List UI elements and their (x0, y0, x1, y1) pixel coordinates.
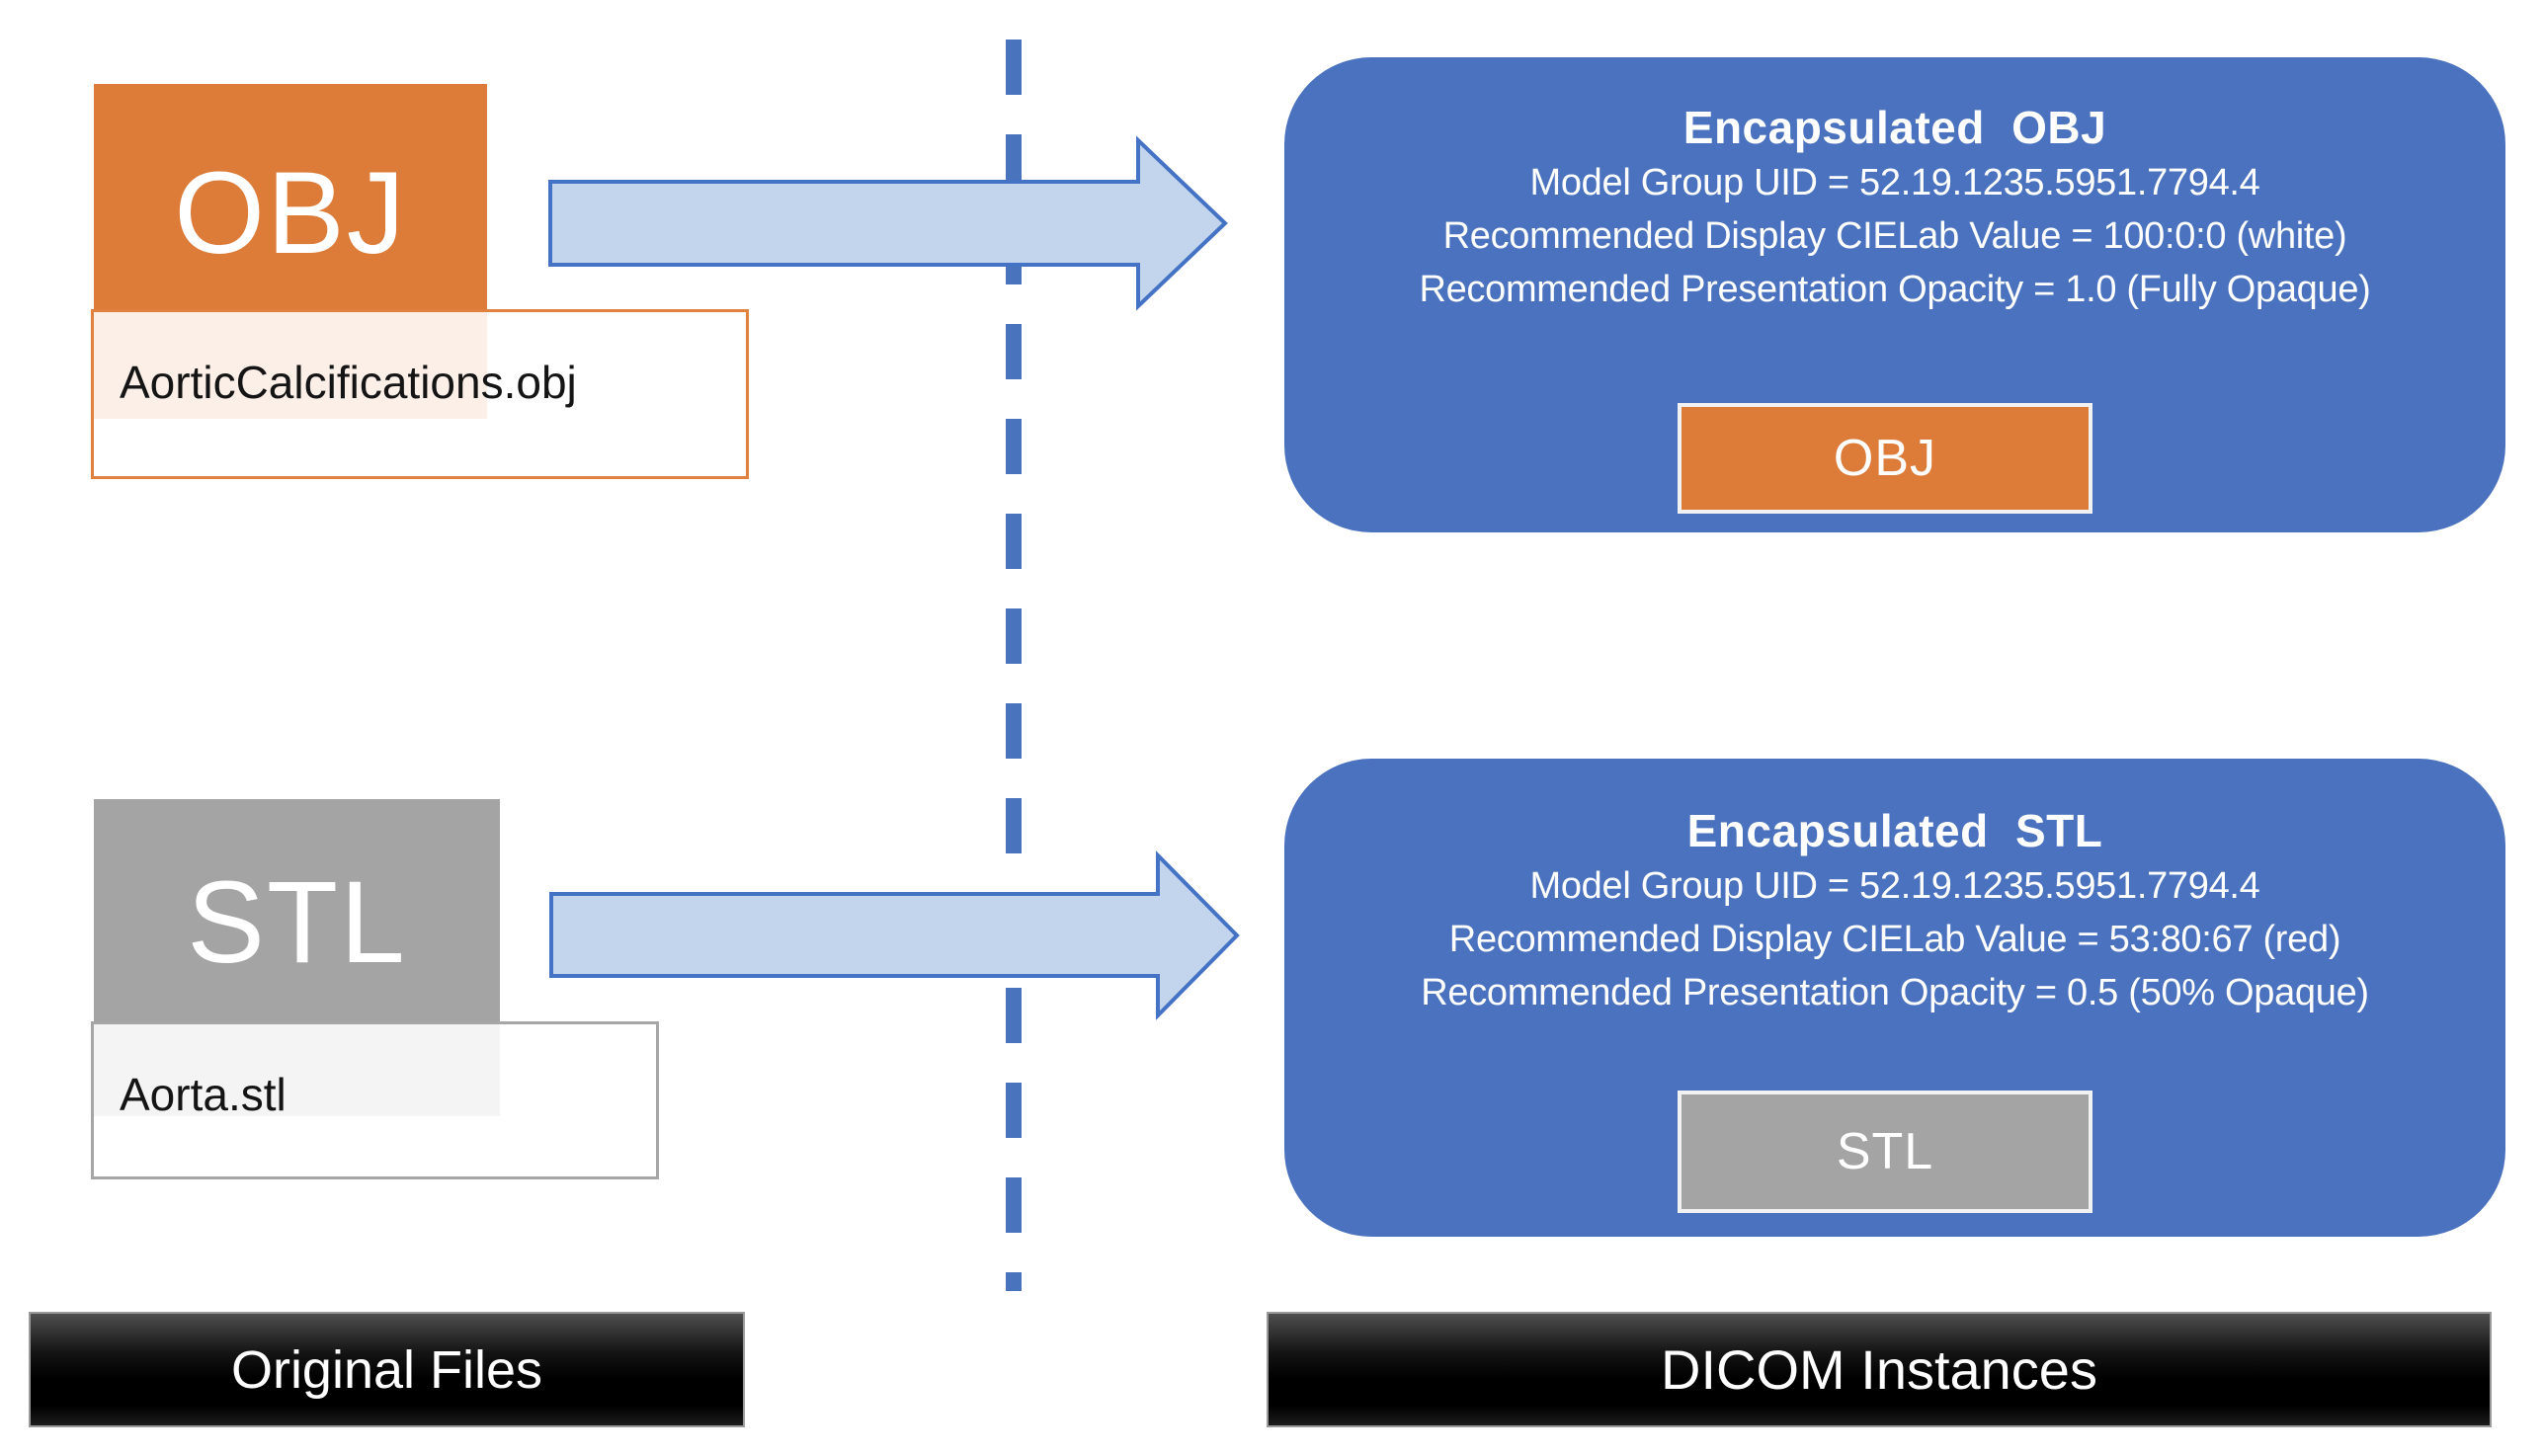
obj-presentation-opacity: Recommended Presentation Opacity = 1.0 (… (1419, 269, 2371, 310)
encapsulated-stl-title: Encapsulated STL (1686, 805, 2103, 856)
stl-model-group-uid: Model Group UID = 52.19.1235.5951.7794.4 (1529, 865, 2260, 907)
right-arrow-icon-obj (548, 135, 1228, 311)
right-arrow-icon-stl (549, 850, 1240, 1020)
stl-cielab-value: Recommended Display CIELab Value = 53:80… (1448, 919, 2341, 960)
obj-chip-label: OBJ (1833, 430, 1937, 487)
encapsulated-obj-title: Encapsulated OBJ (1682, 102, 2107, 153)
original-files-bar: Original Files (29, 1312, 745, 1427)
stl-chip: STL (1678, 1091, 2092, 1213)
obj-cielab-value: Recommended Display CIELab Value = 100:0… (1442, 215, 2347, 257)
dicom-instances-label: DICOM Instances (1661, 1338, 2097, 1401)
dashed-divider (1006, 40, 1022, 1291)
obj-filename: AorticCalcifications.obj (120, 357, 577, 408)
encapsulated-stl-box: Encapsulated STL Model Group UID = 52.19… (1284, 759, 2505, 1237)
stl-filename-box: Aorta.stl (91, 1021, 659, 1179)
stl-filename: Aorta.stl (120, 1069, 287, 1120)
encapsulated-obj-box: Encapsulated OBJ Model Group UID = 52.19… (1284, 57, 2505, 532)
obj-chip: OBJ (1678, 403, 2092, 514)
stl-presentation-opacity: Recommended Presentation Opacity = 0.5 (… (1421, 972, 2369, 1013)
original-files-label: Original Files (230, 1339, 543, 1400)
stl-chip-label: STL (1836, 1123, 1934, 1180)
dicom-instances-bar: DICOM Instances (1267, 1312, 2492, 1427)
obj-model-group-uid: Model Group UID = 52.19.1235.5951.7794.4 (1529, 162, 2260, 203)
stl-format-label: STL (187, 857, 407, 988)
obj-filename-box: AorticCalcifications.obj (91, 309, 749, 479)
obj-format-label: OBJ (174, 148, 407, 279)
